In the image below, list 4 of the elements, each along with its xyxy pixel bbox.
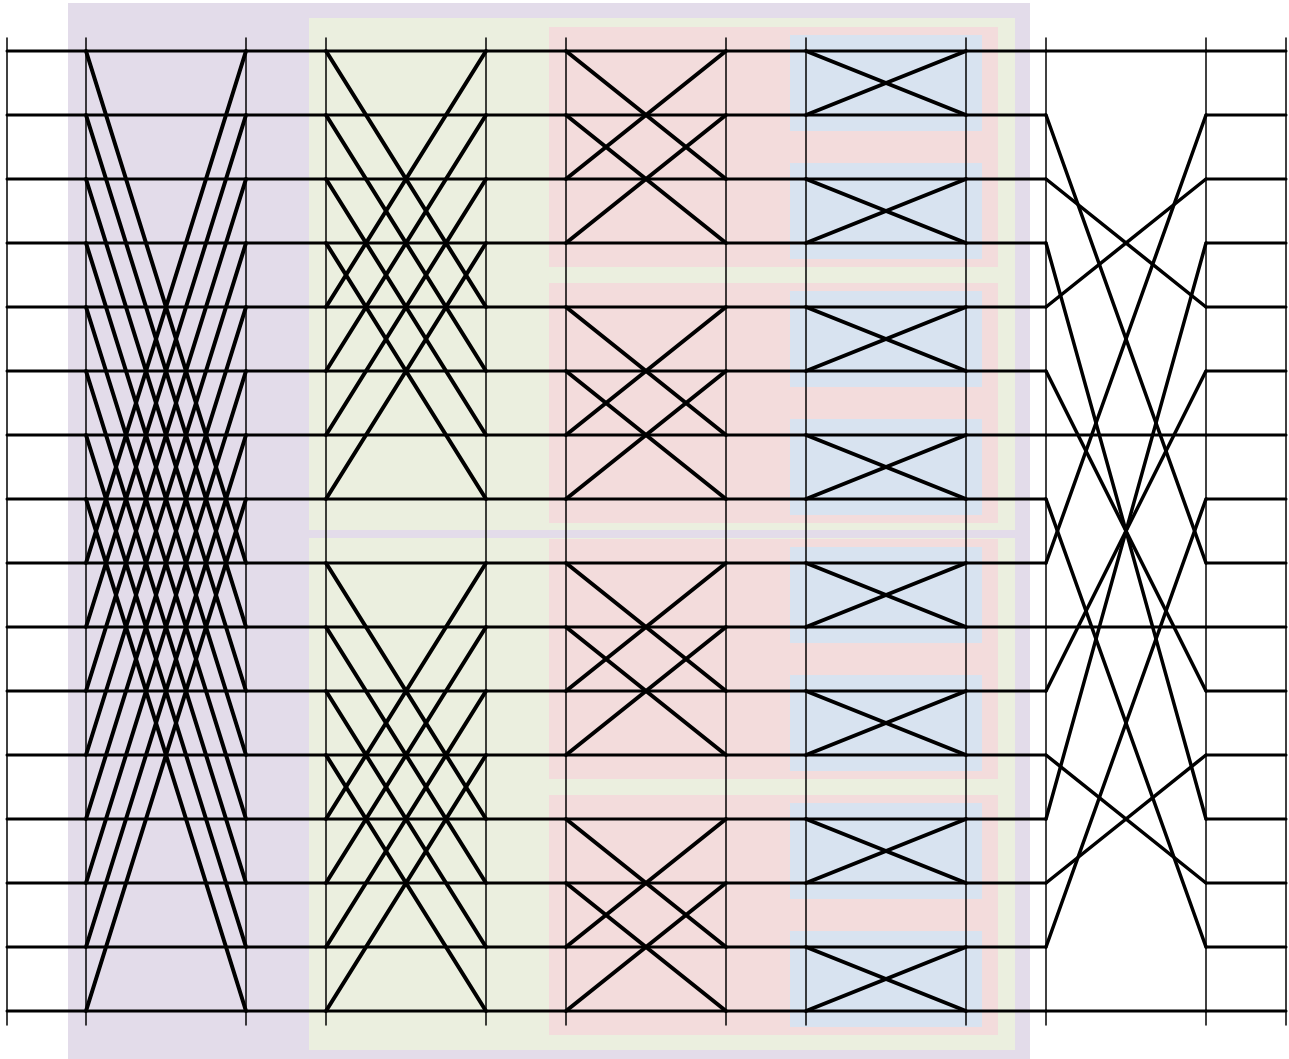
- stage-panel: [549, 795, 998, 1035]
- stage-panel: [549, 27, 998, 267]
- stage-panel: [549, 539, 998, 779]
- stage-panel: [549, 283, 998, 523]
